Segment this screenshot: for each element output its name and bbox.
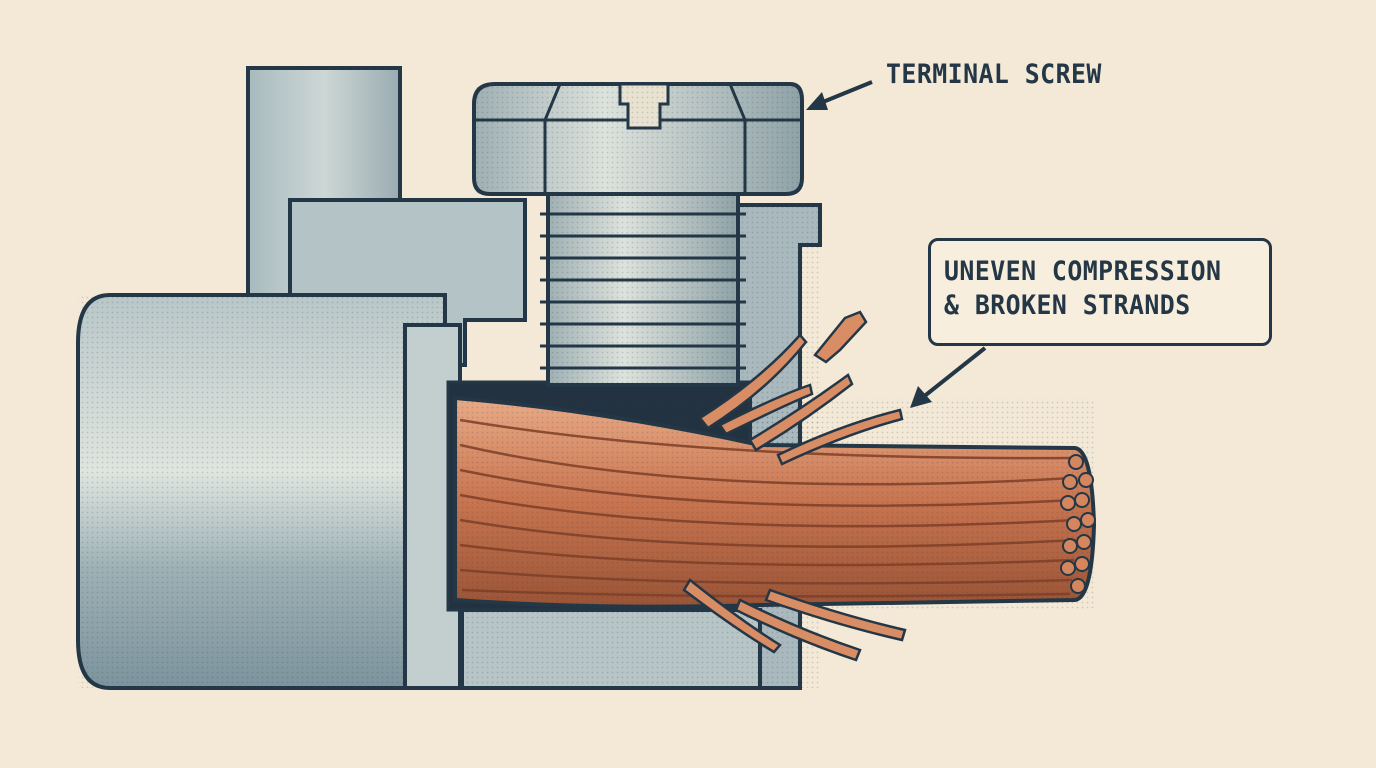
clamp-housing [288,198,527,367]
callout-text: UNEVEN COMPRESSION & BROKEN STRANDS [944,255,1221,323]
callout-line-2: & BROKEN STRANDS [944,289,1191,321]
terminal-screw-label: TERMINAL SCREW [886,59,1102,90]
terminal-screw [472,82,804,387]
wire-end [1060,454,1096,594]
terminal-screw-arrow [806,80,873,110]
broken-strands [682,310,907,662]
callout-line-1: UNEVEN COMPRESSION [944,256,1222,287]
callout-arrow [910,346,987,408]
copper-wire [453,310,1097,662]
callout-box [928,238,1272,346]
